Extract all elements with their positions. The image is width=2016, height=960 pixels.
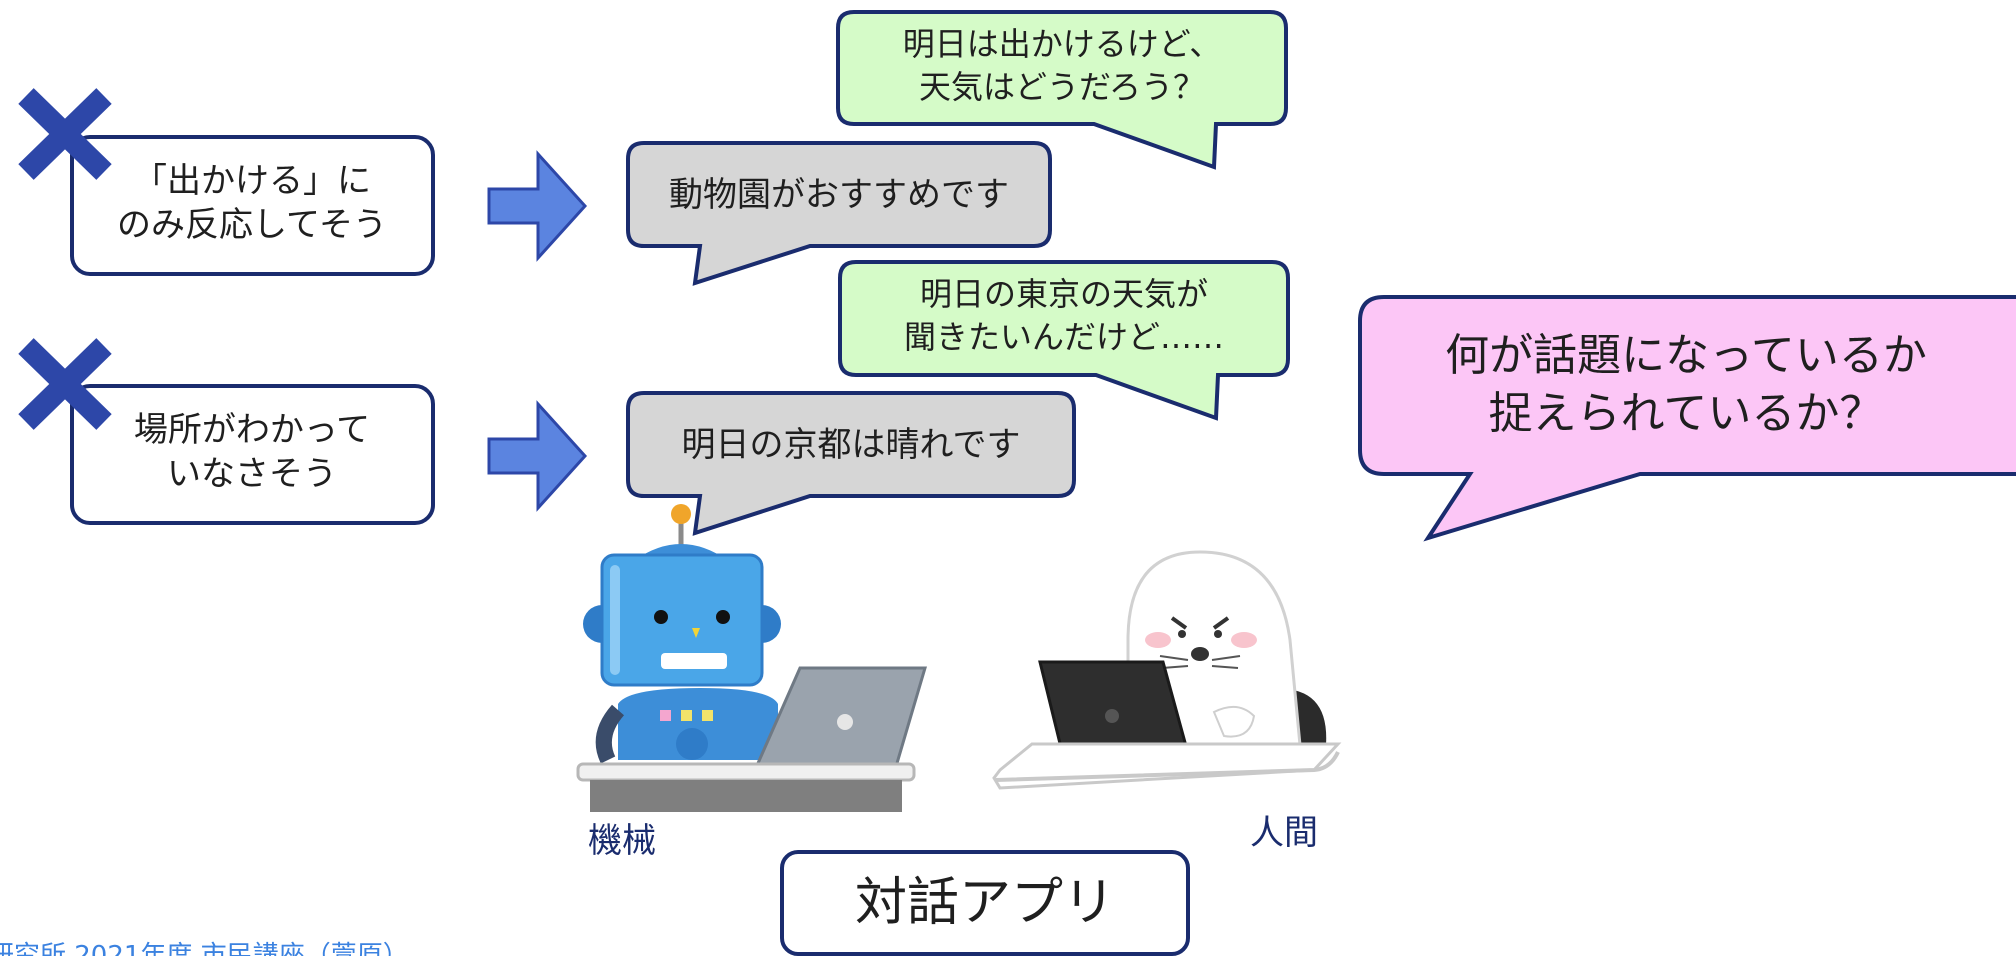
system-bubble-2: 明日の京都は晴れです [626,391,1076,536]
critique-box-2: 場所がわかって いなさそう [18,338,435,525]
question-bubble: 何が話題になっているか 捉えられているか？ [1358,295,2016,542]
critique-box-2-frame [70,384,435,525]
user-bubble-1-shape [836,10,1288,170]
user-bubble-1-line-2: 天気はどうだろう？ [919,68,1205,106]
system-bubble-1: 動物園がおすすめです [626,141,1052,286]
cross-icon [18,88,112,180]
user-bubble-2-shape [838,260,1290,421]
user-bubble-2-line-1: 明日の東京の天気が [920,275,1208,313]
system-bubble-2-shape [626,391,1076,536]
critique-box-1-frame [70,135,435,276]
critique-box-1: 「出かける」に のみ反応してそう [18,88,435,276]
system-bubble-1-text: 動物園がおすすめです [669,175,1009,215]
question-line-1: 何が話題になっているか [1445,330,1927,381]
robot-label: 機械 [588,821,656,861]
human-label: 人間 [1250,813,1318,853]
robot-illustration [576,504,928,812]
user-bubble-2-line-2: 聞きたいんだけど…… [904,318,1224,356]
question-bubble-shape [1358,295,2016,542]
arrow-right-icon [487,150,588,262]
user-bubble-1: 明日は出かけるけど、 天気はどうだろう？ [836,10,1288,170]
seal-illustration [992,550,1342,790]
question-line-2: 捉えられているか？ [1489,388,1884,439]
user-bubble-1-line-1: 明日は出かけるけど、 [903,25,1221,63]
app-label-box: 対話アプリ [780,850,1190,956]
user-bubble-2: 明日の東京の天気が 聞きたいんだけど…… [838,260,1290,421]
system-bubble-2-text: 明日の京都は晴れです [682,425,1021,465]
cross-icon [18,338,112,430]
app-label-frame [780,850,1190,956]
arrow-right-icon [487,400,588,512]
critique-1-line-2: のみ反応してそう [117,205,387,245]
system-bubble-1-shape [626,141,1052,286]
critique-2-line-2: いなさそう [167,454,337,494]
critique-1-line-1: 「出かける」に [133,161,371,201]
footer-credit: 研究所 2021年度 市民講座（萱原） [0,941,409,956]
app-label-text: 対話アプリ [855,873,1115,933]
critique-2-line-1: 場所がわかって [134,410,370,450]
